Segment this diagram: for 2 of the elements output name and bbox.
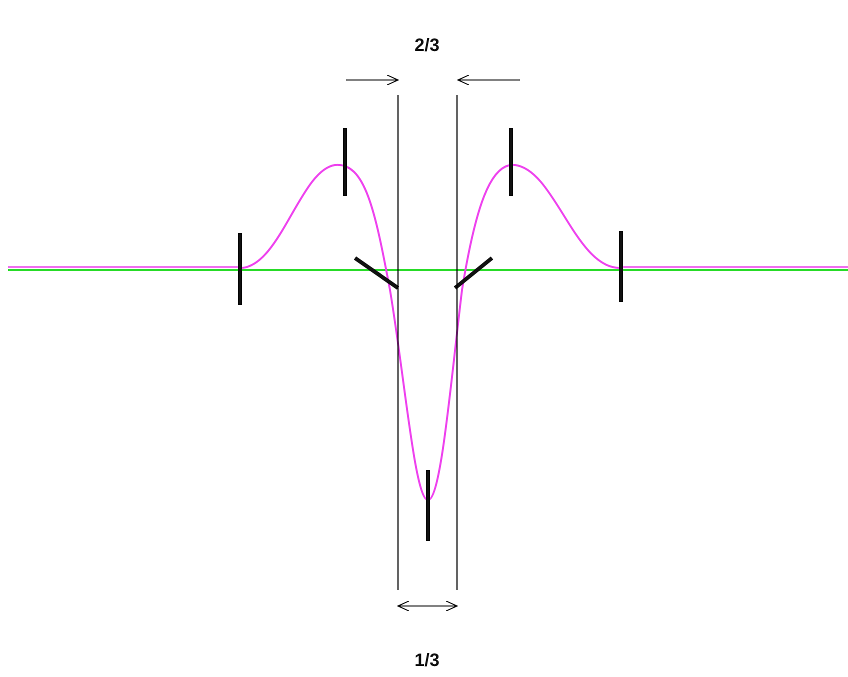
dimension-label: 2/3 [414, 35, 440, 56]
dimension-label: 1/3 [414, 650, 440, 671]
